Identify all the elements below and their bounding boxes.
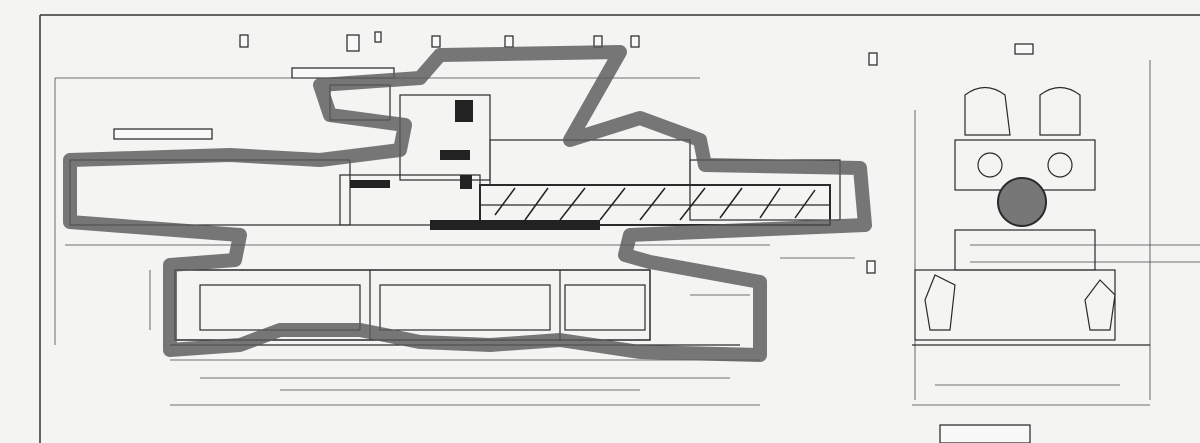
- machine-side-view: [69, 84, 841, 346]
- screw-flights: [494, 187, 816, 221]
- gearbox-detail: [350, 100, 600, 230]
- marker-outline: [63, 45, 872, 362]
- label-boxes: [113, 31, 1034, 443]
- dimension-lines: [54, 60, 1200, 406]
- sheet-frame: [39, 14, 1200, 443]
- end-view: [912, 86, 1150, 346]
